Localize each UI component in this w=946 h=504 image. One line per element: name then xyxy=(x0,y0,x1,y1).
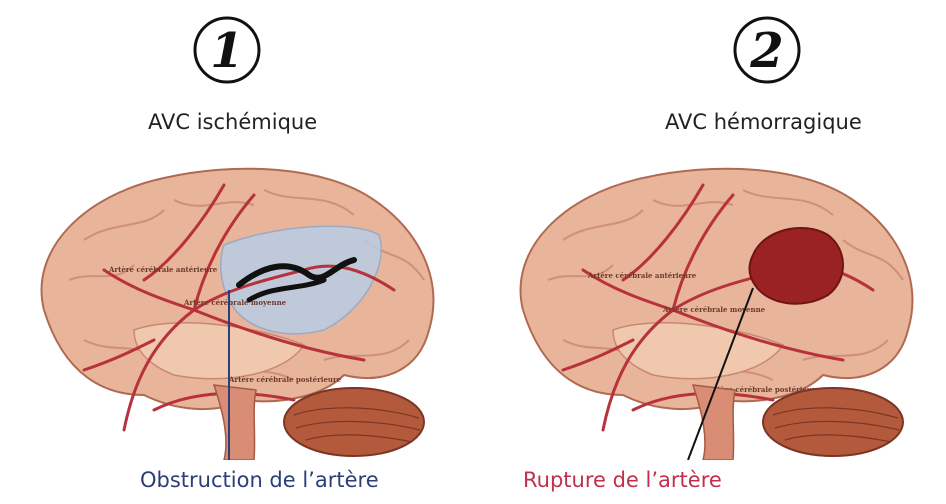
ischemic-stroke-panel: 1 AVC ischémique xyxy=(0,0,473,504)
brain-illustration-2: Artère cérébrale antérieure Artère céréb… xyxy=(503,160,933,460)
artery-label-posterior: Artère cérébrale postérieure xyxy=(228,375,342,384)
artery-label-anterior: Artère cérébrale antérieure xyxy=(587,271,697,280)
panel-2-number: 2 xyxy=(749,23,783,79)
brain-stem xyxy=(693,385,735,460)
artery-label-middle: Artère cérébrale moyenne xyxy=(662,305,766,314)
brain-stem xyxy=(214,385,256,460)
artery-label-anterior: Artère cérébrale antérieure xyxy=(108,265,218,274)
number-1-circle: 1 xyxy=(191,14,263,86)
hemorrhagic-title: AVC hémorragique xyxy=(665,110,862,134)
brain-illustration-1: Artère cérébrale antérieure Artère céréb… xyxy=(24,160,454,460)
obstruction-caption: Obstruction de l’artère xyxy=(140,468,379,492)
rupture-caption: Rupture de l’artère xyxy=(523,468,722,492)
ischemic-title: AVC ischémique xyxy=(148,110,317,134)
artery-label-middle: Artère cérébrale moyenne xyxy=(183,298,287,307)
panel-1-number: 1 xyxy=(210,23,243,79)
number-2-circle: 2 xyxy=(731,14,803,86)
hemorrhagic-stroke-panel: 2 AVC hémorragique Artère céré xyxy=(473,0,946,504)
